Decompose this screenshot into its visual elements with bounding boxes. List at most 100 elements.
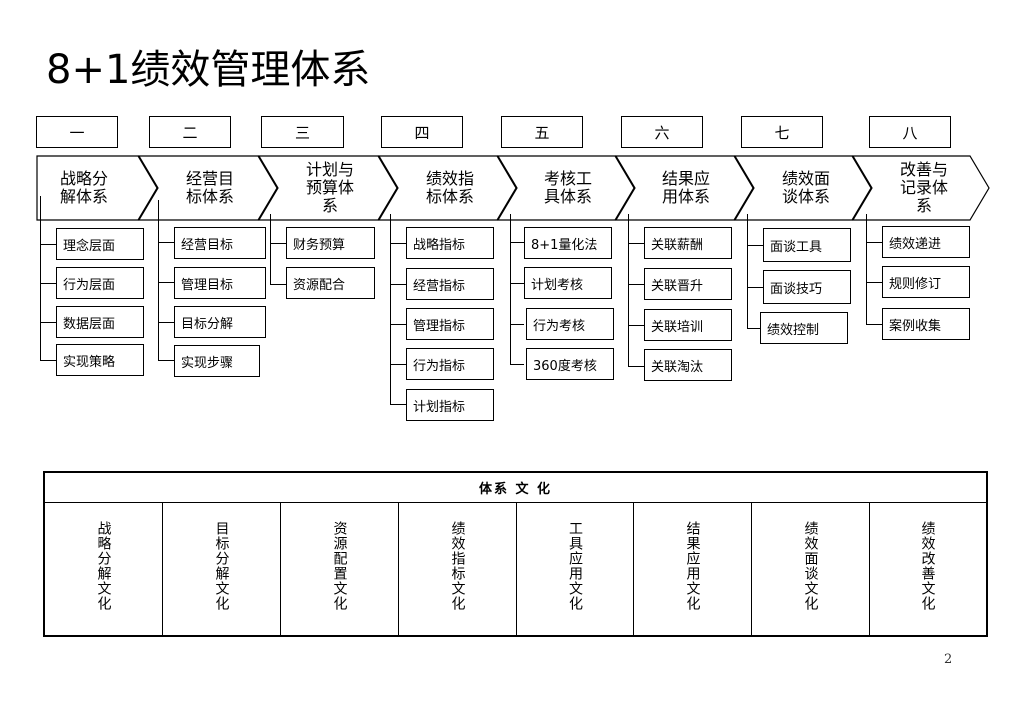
- culture-column: 目标分解文化: [162, 503, 280, 635]
- phase-item: 计划指标: [406, 389, 494, 421]
- connector-tick: [866, 242, 882, 243]
- connector-tick: [390, 364, 406, 365]
- phase-heading-7: 绩效面 谈体系: [781, 169, 830, 206]
- phase-number-5: 五: [501, 116, 583, 148]
- culture-label: 绩效指标文化: [449, 521, 466, 611]
- culture-column: 资源配置文化: [280, 503, 398, 635]
- phase-item: 绩效递进: [882, 226, 970, 258]
- culture-label: 结果应用文化: [684, 521, 701, 611]
- culture-table: 体系 文 化 战略分解文化 目标分解文化 资源配置文化 绩效指标文化 工具应用文…: [43, 471, 988, 637]
- chevron-arrow-2: [137, 155, 278, 221]
- phase-item: 360度考核: [526, 348, 614, 380]
- connector-line-6: [628, 214, 629, 366]
- phase-item: 行为指标: [406, 348, 494, 380]
- connector-tick: [158, 242, 174, 243]
- connector-tick: [390, 243, 406, 244]
- connector-line-4: [390, 214, 391, 404]
- chevron-arrow-3: [257, 155, 398, 221]
- phase-item: 行为考核: [526, 308, 614, 340]
- connector-tick: [510, 364, 524, 365]
- phase-item: 经营指标: [406, 268, 494, 300]
- connector-tick: [158, 322, 174, 323]
- phase-item: 8+1量化法: [524, 227, 612, 259]
- page-number: 2: [944, 652, 953, 667]
- phase-item: 管理目标: [174, 267, 266, 299]
- chevron-arrow-1: [36, 155, 158, 221]
- connector-tick: [40, 322, 56, 323]
- connector-tick: [158, 360, 174, 361]
- connector-tick: [390, 284, 406, 285]
- culture-column: 绩效改善文化: [869, 503, 985, 635]
- phase-number-2: 二: [149, 116, 231, 148]
- connector-tick: [390, 324, 406, 325]
- connector-line-2: [158, 200, 159, 360]
- phase-number-3: 三: [261, 116, 344, 148]
- phase-heading-4: 绩效指 标体系: [425, 169, 474, 206]
- connector-line-3: [270, 214, 271, 284]
- phase-heading-3: 计划与 预算体 系: [305, 160, 354, 215]
- phase-item: 面谈工具: [763, 228, 851, 262]
- phase-item: 关联晋升: [644, 268, 732, 300]
- connector-tick: [866, 282, 882, 283]
- phase-number-1: 一: [36, 116, 118, 148]
- chevron-arrow-4: [377, 155, 517, 221]
- culture-column: 绩效指标文化: [398, 503, 516, 635]
- phase-item: 计划考核: [524, 267, 612, 299]
- phase-heading-5: 考核工 具体系: [543, 169, 592, 206]
- phase-number-4: 四: [381, 116, 463, 148]
- phase-heading-1: 战略分 解体系: [59, 169, 108, 206]
- culture-column: 工具应用文化: [516, 503, 633, 635]
- phase-item: 实现步骤: [174, 345, 260, 377]
- culture-label: 资源配置文化: [331, 521, 348, 611]
- connector-tick: [270, 284, 286, 285]
- phase-item: 绩效控制: [760, 312, 848, 344]
- phase-item: 数据层面: [56, 306, 144, 338]
- connector-tick: [747, 328, 763, 329]
- connector-tick: [390, 404, 406, 405]
- connector-line-7: [747, 214, 748, 328]
- phase-item: 战略指标: [406, 227, 494, 259]
- connector-tick: [40, 283, 56, 284]
- chevron-arrow-7: [733, 155, 872, 221]
- chevron-arrow-6: [614, 155, 754, 221]
- chevron-arrow-5: [496, 155, 635, 221]
- phase-item: 关联淘汰: [644, 349, 732, 381]
- connector-tick: [866, 324, 882, 325]
- connector-tick: [628, 366, 644, 367]
- phase-item: 目标分解: [174, 306, 266, 338]
- culture-label: 绩效改善文化: [919, 521, 936, 611]
- phase-number-7: 七: [741, 116, 823, 148]
- connector-line-1: [40, 196, 41, 360]
- phase-item: 经营目标: [174, 227, 266, 259]
- culture-column: 绩效面谈文化: [751, 503, 869, 635]
- connector-tick: [510, 242, 524, 243]
- culture-column: 结果应用文化: [633, 503, 751, 635]
- connector-tick: [628, 284, 644, 285]
- culture-label: 目标分解文化: [213, 521, 230, 611]
- phase-item: 理念层面: [56, 228, 144, 260]
- phase-item: 财务预算: [286, 227, 375, 259]
- phase-item: 案例收集: [882, 308, 970, 340]
- connector-tick: [40, 360, 56, 361]
- connector-line-8: [866, 214, 867, 324]
- phase-item: 规则修订: [882, 266, 970, 298]
- phase-number-6: 六: [621, 116, 703, 148]
- phase-item: 面谈技巧: [763, 270, 851, 304]
- connector-tick: [628, 243, 644, 244]
- phase-item: 行为层面: [56, 267, 144, 299]
- connector-tick: [40, 244, 56, 245]
- phase-item: 管理指标: [406, 308, 494, 340]
- connector-tick: [747, 287, 763, 288]
- chevron-arrow-8: [851, 155, 990, 221]
- connector-tick: [510, 324, 524, 325]
- connector-tick: [270, 243, 286, 244]
- connector-line-5: [510, 214, 511, 364]
- phase-number-8: 八: [869, 116, 951, 148]
- culture-column: 战略分解文化: [45, 503, 162, 635]
- connector-tick: [158, 282, 174, 283]
- phase-heading-6: 结果应 用体系: [661, 169, 710, 206]
- culture-table-title: 体系 文 化: [45, 473, 986, 503]
- phase-item: 实现策略: [56, 344, 144, 376]
- connector-tick: [747, 245, 763, 246]
